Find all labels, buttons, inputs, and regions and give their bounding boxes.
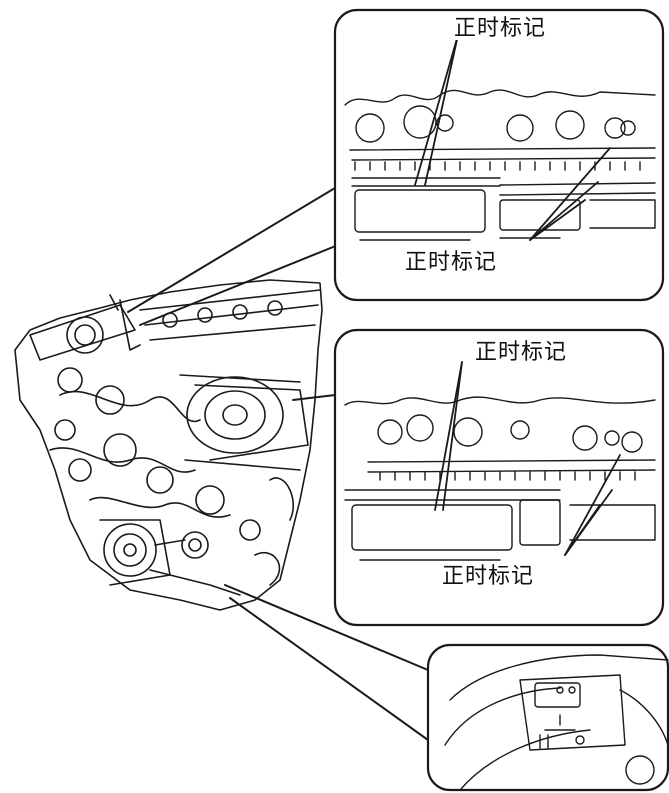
camshaft-detail-illustration-2 <box>333 328 665 627</box>
engine-illustration <box>14 279 323 611</box>
callout-leader-lines <box>127 187 429 741</box>
timing-mark-label-top: 正时标记 <box>452 16 549 41</box>
timing-mark-label-middle-2: 正时标记 <box>440 564 537 589</box>
crankshaft-detail-illustration <box>426 643 669 792</box>
timing-mark-label-middle: 正时标记 <box>473 340 570 365</box>
timing-mark-label-top-2: 正时标记 <box>403 250 500 275</box>
camshaft-detail-illustration <box>333 8 665 302</box>
